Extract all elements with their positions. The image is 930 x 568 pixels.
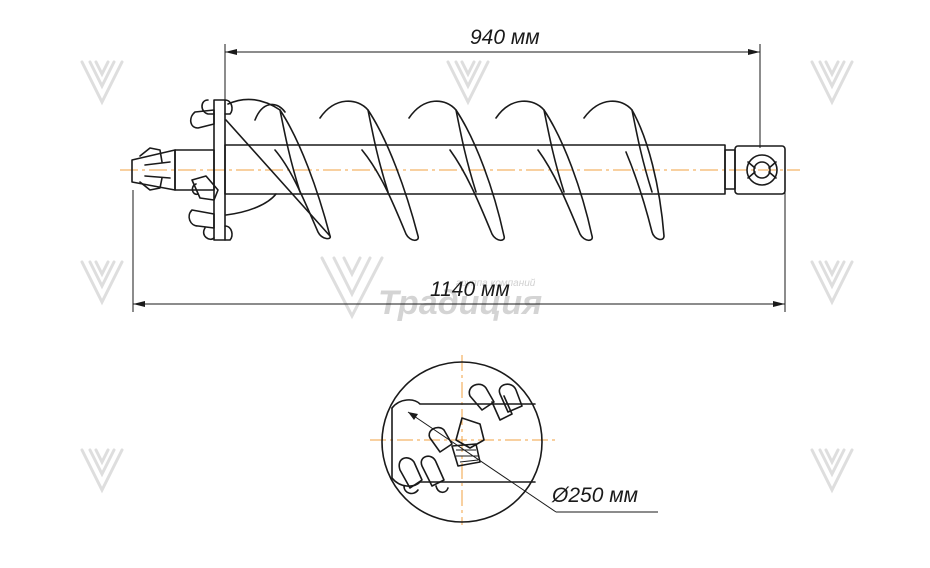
cutting-teeth <box>188 99 233 241</box>
helical-flights <box>225 98 665 242</box>
end-view-circle <box>381 361 543 523</box>
hex-adapter <box>734 145 786 195</box>
watermark-company-line: группа компаний <box>456 278 536 289</box>
watermark-logo-icon <box>80 260 124 306</box>
dimension-total-length: 1140 мм <box>132 190 786 312</box>
watermark-logo-icon <box>446 60 490 106</box>
watermark-logo-icon <box>80 60 124 106</box>
auger-side-view <box>120 98 800 242</box>
dimension-screw-length: 940 мм <box>224 26 761 148</box>
watermark-logos: группа компаний Традиция <box>80 60 854 494</box>
total-length-label: 1140 мм <box>430 278 510 301</box>
auger-end-view: Ø250 мм <box>370 355 658 525</box>
screw-length-label: 940 мм <box>470 26 540 49</box>
watermark-logo-icon <box>810 448 854 494</box>
diameter-label: Ø250 мм <box>551 484 638 507</box>
watermark-logo-icon <box>810 60 854 106</box>
watermark-logo-icon <box>80 448 124 494</box>
watermark-logo-icon <box>810 260 854 306</box>
watermark-logo-icon <box>320 256 384 320</box>
watermark-brand: Традиция <box>378 284 542 322</box>
end-view-teeth <box>398 383 523 495</box>
pilot-bit <box>131 147 215 191</box>
